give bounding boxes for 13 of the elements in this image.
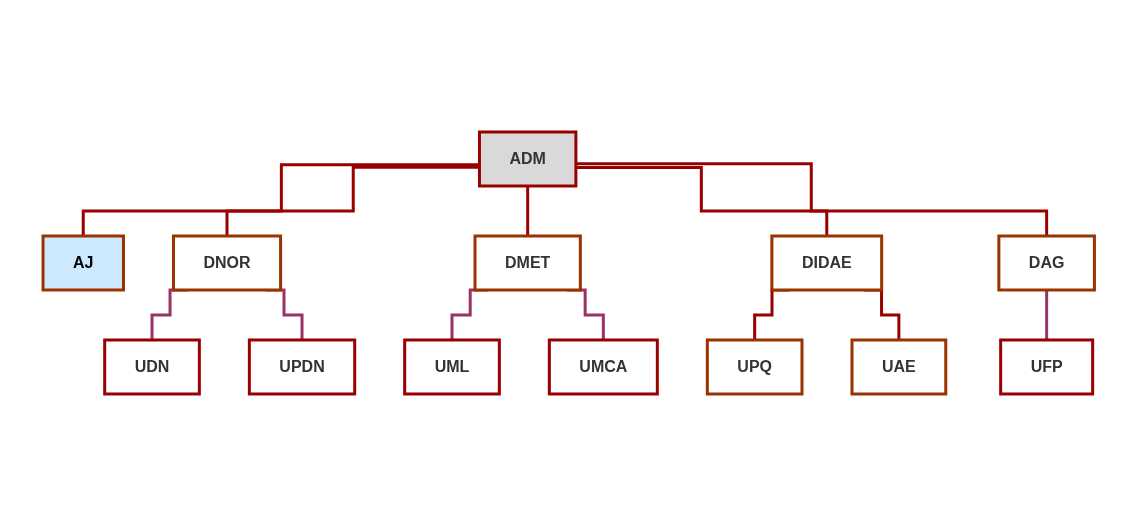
node-box: UMCA: [547, 338, 659, 396]
node-box: UPDN: [247, 338, 356, 396]
node-box: DAG: [997, 234, 1096, 292]
node-box: ADM: [477, 130, 578, 188]
node-box: DIDAE: [770, 234, 883, 292]
node-box: UDN: [102, 338, 201, 396]
node-box: DNOR: [171, 234, 282, 292]
node-box: UAE: [850, 338, 948, 396]
node-box: DMET: [473, 234, 582, 292]
node-box: UPQ: [705, 338, 804, 396]
node-box: UFP: [998, 338, 1094, 396]
node-box: UML: [402, 338, 501, 396]
node-box: AJ: [41, 234, 125, 292]
